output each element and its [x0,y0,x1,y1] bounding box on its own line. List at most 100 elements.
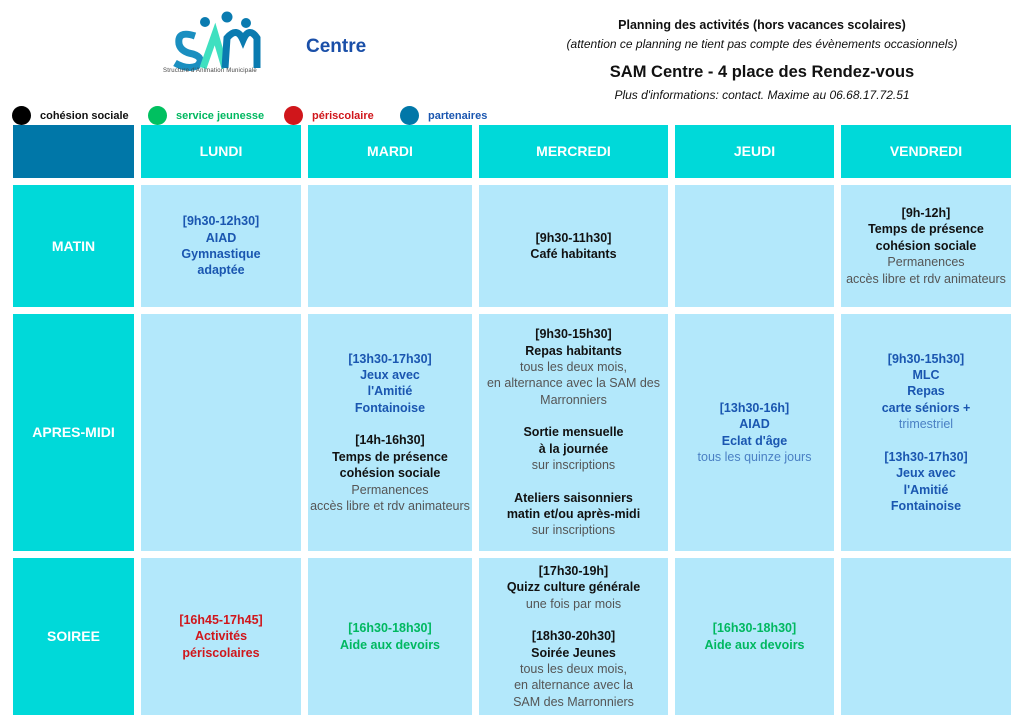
activity-title: cohésion sociale [339,466,441,481]
activity-title: AIAD [205,230,237,245]
activity-title: Aide aux devoirs [339,637,441,652]
activity-title: matin et/ou après-midi [506,506,641,521]
legend-label: cohésion sociale [40,109,129,122]
activity-title: adaptée [197,263,245,278]
activity-note: SAM des Marronniers [513,694,634,709]
planning-note: (attention ce planning ne tient pas comp… [566,37,958,51]
period-header-matin: MATIN [13,185,134,307]
activity-title: à la journée [538,441,609,456]
activity-note: Marronniers [540,392,607,407]
legend-label: périscolaire [312,109,374,122]
activity-title: Temps de présence [868,222,984,237]
activity-block: [16h30-18h30]Aide aux devoirs [340,620,440,653]
activity-title: Temps de présence [332,449,448,464]
activity-title: Repas habitants [525,343,622,358]
activity-title: Eclat d'âge [721,433,788,448]
schedule-cell [308,185,472,307]
activity-title: Sortie mensuelle [523,425,624,440]
period-header-soiree: SOIREE [13,558,134,715]
legend-item: cohésion sociale [12,106,129,125]
activity-note: sur inscriptions [531,523,616,538]
legend-item: service jeunesse [148,106,264,125]
day-header-jeudi: JEUDI [675,125,834,178]
sam-logo [173,11,261,71]
site-name: Centre [306,36,367,57]
legend-label: partenaires [428,109,488,122]
schedule-cell: [16h30-18h30]Aide aux devoirs [308,558,472,715]
activity-block: [16h30-18h30]Aide aux devoirs [704,620,804,653]
activity-title: AIAD [739,417,770,432]
activity-note: sur inscriptions [531,458,616,473]
legend-dot-icon [284,106,303,125]
day-header-mardi: MARDI [308,125,472,178]
schedule-cell: [9h30-11h30]Café habitants [479,185,668,307]
activity-block: [14h-16h30]Temps de présence cohésion soc… [310,432,470,514]
activity-title: Repas [907,384,945,399]
place-title: SAM Centre - 4 place des Rendez-vous [609,63,915,81]
activity-time: [16h30-18h30] [712,621,797,636]
activity-title: Ateliers saisonniers [514,490,633,505]
activity-title: périscolaires [182,645,260,660]
activity-note: accès libre et rdv animateurs [846,271,1006,286]
activity-note: accès libre et rdv animateurs [310,498,470,513]
activity-title: Soirée Jeunes [531,645,616,660]
activity-block: [9h30-11h30]Café habitants [530,230,616,263]
schedule-cell [141,314,301,551]
day-header-vendredi: VENDREDI [841,125,1011,178]
day-header-mercredi: MERCREDI [479,125,668,178]
activity-note: en alternance avec la SAM des [486,376,661,391]
activity-title: cohésion sociale [875,238,977,253]
activity-title: MLC [912,368,940,383]
activity-time: [13h30-17h30] [884,449,968,464]
period-header-apres-midi: APRES-MIDI [13,314,134,551]
activity-note: tous les quinze jours [697,449,812,464]
legend-dot-icon [400,106,419,125]
logo-subtitle: Structure d'Animation Municipale [163,68,257,74]
activity-note: trimestriel [898,417,954,432]
activity-block: [9h30-12h30]AIAD Gymnastique adaptée [181,213,260,279]
activity-time: [9h-12h] [901,205,951,220]
schedule-cell [841,558,1011,715]
activity-title: Gymnastique [181,247,261,261]
legend-item: périscolaire [284,106,374,125]
activity-time: [18h30-20h30] [531,629,616,644]
activity-title: Fontainoise [354,400,426,415]
legend-dot-icon [12,106,31,125]
activity-title: Quizz culture générale [506,580,641,595]
contact-info: Plus d'informations: contact. Maxime au … [614,88,910,102]
activity-title: Jeux avec [896,466,956,481]
legend-label: service jeunesse [176,109,265,122]
activity-time: [13h30-16h] [719,400,790,415]
schedule-cell [675,185,834,307]
corner-cell [13,125,134,178]
activity-time: [9h30-11h30] [535,230,612,245]
activity-time: [9h30-15h30] [535,327,612,342]
activity-title: l'Amitié [903,482,949,497]
activity-title: Fontainoise [890,498,962,513]
activity-time: [13h30-17h30] [348,351,432,366]
activity-note: Permanences [887,255,965,270]
activity-title: l'Amitié [367,384,413,399]
activity-time: [9h30-12h30] [182,214,260,229]
day-header-lundi: LUNDI [141,125,301,178]
activity-time: [16h30-18h30] [348,621,432,636]
activity-time: [16h45-17h45] [179,612,263,627]
schedule-cell: [16h30-18h30]Aide aux devoirs [675,558,834,715]
legend-dot-icon [148,106,167,125]
activity-time: [14h-16h30] [355,433,425,448]
